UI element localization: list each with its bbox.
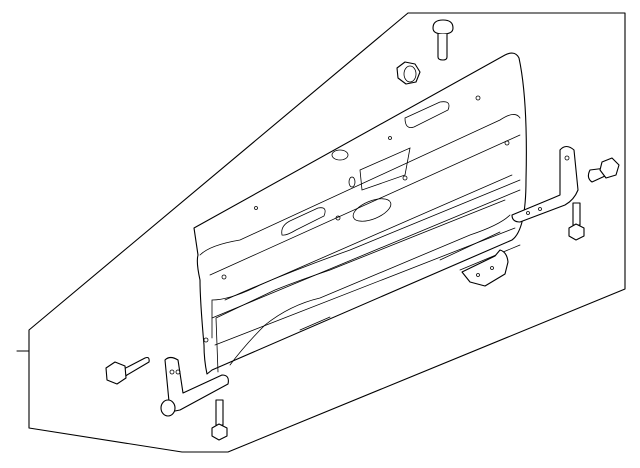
left-hinge-bracket — [160, 356, 229, 417]
hole — [221, 274, 227, 280]
left-lower-bolt — [211, 399, 228, 441]
left-upper-bolt — [105, 356, 150, 385]
hinge-cylinder — [160, 399, 176, 417]
backing-plate — [16, 12, 626, 453]
upper-recess — [404, 101, 450, 128]
pin-bolt — [432, 19, 454, 61]
latch-opening — [359, 147, 411, 191]
mounting-bracket — [461, 249, 509, 287]
tailgate-panel — [193, 52, 527, 375]
hole — [335, 215, 341, 221]
hole — [203, 337, 209, 343]
hole — [402, 175, 408, 181]
right-upper-bolt — [587, 157, 620, 183]
handle-recess — [281, 207, 326, 236]
nut — [396, 61, 421, 85]
hole — [254, 206, 258, 210]
hole — [504, 140, 510, 146]
right-hinge-bracket — [511, 145, 579, 223]
lock-hole — [331, 149, 349, 161]
keyhole — [348, 176, 356, 188]
right-lower-bolt — [568, 202, 585, 241]
emblem-recess — [352, 198, 392, 222]
hole — [388, 136, 392, 140]
hole — [475, 95, 481, 101]
